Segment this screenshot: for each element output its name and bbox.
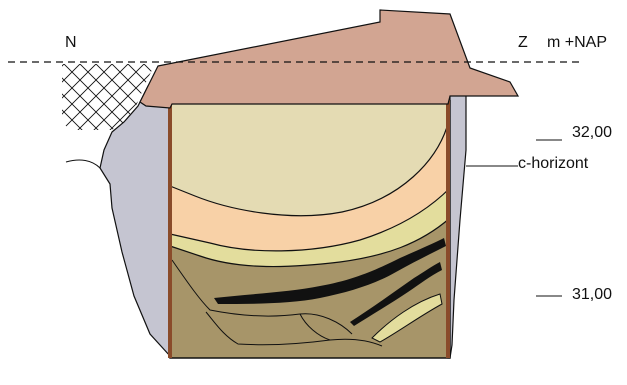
topsoil (140, 10, 518, 108)
level-label-32: 32,00 (572, 124, 612, 142)
timber-right (446, 100, 450, 358)
timber-left (168, 100, 172, 358)
horizon-label: c-horizont (518, 155, 588, 173)
north-label: N (65, 34, 77, 52)
south-label: Z (518, 34, 528, 52)
ground-line-left (66, 160, 100, 168)
reference-unit-label: m +NAP (547, 34, 607, 52)
level-label-31: 31,00 (572, 286, 612, 304)
